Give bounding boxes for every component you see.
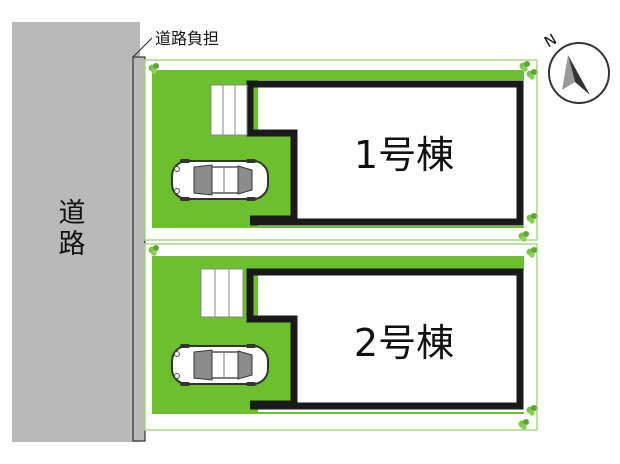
lot-1-building-wall-top <box>246 80 524 226</box>
lot-1-building <box>258 80 524 226</box>
lot-2-car-icon <box>171 343 269 387</box>
lot-1-stairs-icon <box>210 84 248 136</box>
lot-2-building <box>258 270 524 412</box>
lot-1-car-icon <box>171 158 269 202</box>
road-burden-label: 道路負担 <box>155 29 219 48</box>
compass-north-label: N <box>541 30 560 51</box>
road-label-char-1: 道 <box>59 198 86 229</box>
lot-2-stairs-icon <box>200 268 244 318</box>
lot-2-building-wall-top <box>246 268 524 410</box>
road-burden-strip <box>132 56 146 442</box>
lot-1-building-label: 1号棟 <box>354 133 454 177</box>
road-label-char-2: 路 <box>59 229 86 260</box>
lot-2-building-label: 2号棟 <box>354 321 454 365</box>
road-burden-leader <box>132 37 153 58</box>
road-strip <box>12 22 140 442</box>
compass-icon: N <box>541 30 610 104</box>
